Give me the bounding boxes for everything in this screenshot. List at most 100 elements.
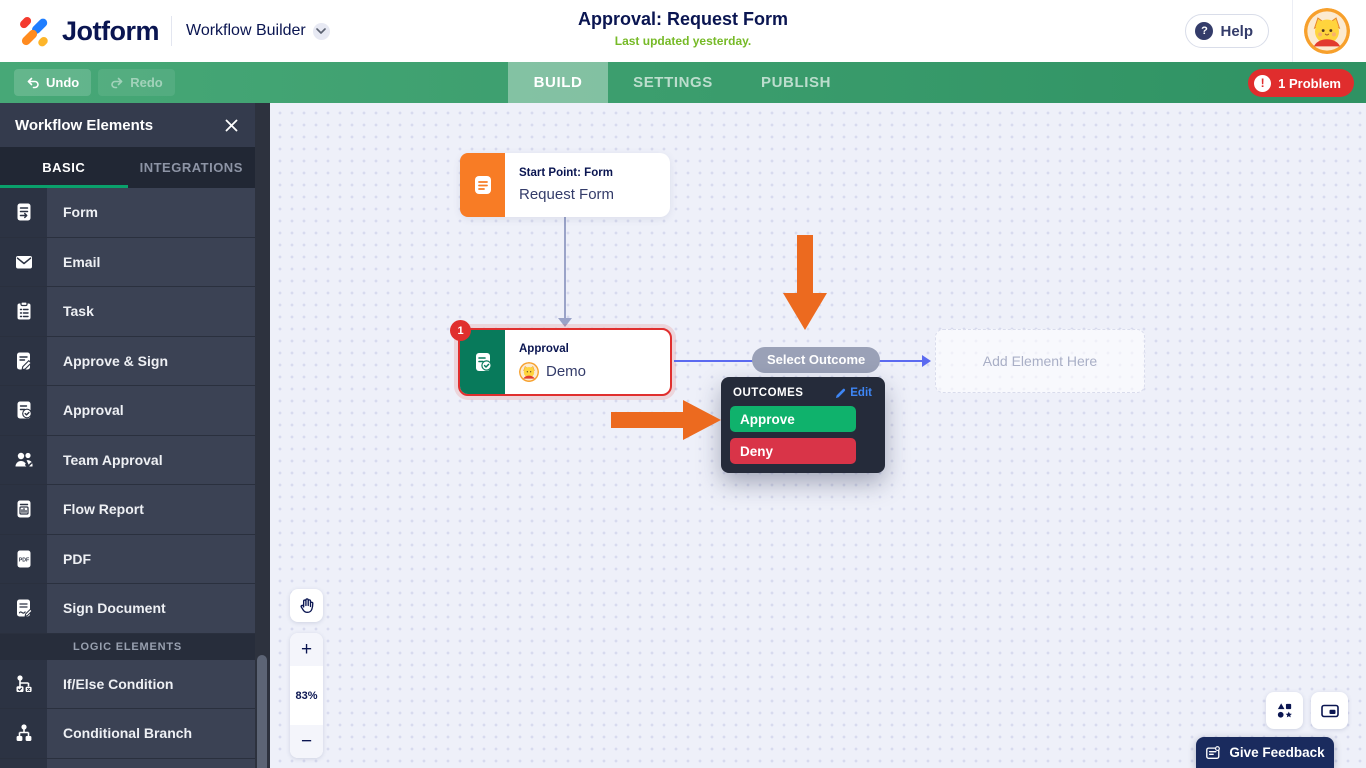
undo-label: Undo: [46, 75, 80, 90]
zoom-in-button[interactable]: +: [290, 633, 323, 666]
header-divider: [1292, 0, 1293, 62]
sidebar-item-conditional-branch[interactable]: Conditional Branch: [0, 709, 255, 759]
sidebar-scrollbar-track: [255, 103, 270, 768]
approval-node-icon: [460, 330, 505, 394]
tab-build[interactable]: BUILD: [508, 62, 608, 103]
tab-publish[interactable]: PUBLISH: [760, 74, 832, 91]
shapes-panel-button[interactable]: [1266, 692, 1303, 729]
error-count-badge: 1: [450, 320, 471, 341]
sidebar-item-sign-document[interactable]: Sign Document: [0, 584, 255, 634]
question-icon: ?: [1195, 22, 1214, 40]
connector-start-to-approval: [564, 217, 566, 319]
sidebar-item-approval[interactable]: Approval: [0, 386, 255, 436]
email-icon: [0, 237, 47, 286]
sidebar-item-approve-sign[interactable]: Approve & Sign: [0, 336, 255, 386]
jotform-logo-icon: [20, 17, 48, 47]
svg-text:PDF: PDF: [18, 557, 28, 563]
tab-basic[interactable]: BASIC: [0, 147, 128, 188]
panel-header: Workflow Elements: [0, 103, 255, 147]
approval-icon: [0, 386, 47, 435]
help-button[interactable]: ? Help: [1185, 14, 1269, 48]
sidebar-item-flow-report[interactable]: Flow Report: [0, 485, 255, 535]
sidebar-item-label: PDF: [63, 550, 91, 567]
sidebar-item-label: Approval: [63, 402, 124, 419]
conditional-branch-icon: [0, 709, 47, 758]
approval-node-kicker: Approval: [519, 342, 569, 355]
assignee-avatar: [519, 361, 539, 382]
team-approval-icon: [0, 435, 47, 484]
form-icon: [0, 188, 47, 237]
approval-node[interactable]: 1 Approval Demo: [450, 320, 672, 396]
exclamation-icon: !: [1254, 74, 1272, 92]
edit-label: Edit: [850, 387, 872, 399]
sidebar-item-task[interactable]: Task: [0, 287, 255, 337]
start-point-node[interactable]: Start Point: Form Request Form: [460, 153, 670, 217]
shapes-icon: [1277, 703, 1292, 718]
help-label: Help: [1220, 22, 1253, 40]
redo-icon: [111, 77, 123, 88]
build-toolbar: Undo Redo BUILD SETTINGS PUBLISH ! 1 Pro…: [0, 62, 1366, 103]
sidebar-item-pdf[interactable]: PDF PDF: [0, 534, 255, 584]
zoom-control: + 83% −: [290, 633, 323, 758]
outcomes-title: OUTCOMES: [733, 387, 804, 399]
sidebar-item-label: Approve & Sign: [63, 352, 169, 369]
sidebar-item-email[interactable]: Email: [0, 237, 255, 287]
form-node-icon: [460, 153, 505, 217]
problem-badge[interactable]: ! 1 Problem: [1248, 69, 1354, 97]
tab-integrations[interactable]: INTEGRATIONS: [139, 160, 243, 175]
logo[interactable]: Jotform: [16, 13, 160, 49]
redo-button[interactable]: Redo: [98, 69, 175, 96]
approve-outcome-button[interactable]: Approve: [730, 406, 856, 432]
sidebar-item-label: Team Approval: [63, 451, 163, 468]
tab-settings[interactable]: SETTINGS: [633, 74, 713, 91]
chevron-down-icon: [312, 22, 330, 40]
zoom-out-button[interactable]: −: [290, 725, 323, 758]
sign-document-icon: [0, 584, 47, 633]
approval-node-title: Demo: [546, 363, 587, 380]
feedback-icon: [1206, 745, 1221, 759]
product-switcher[interactable]: Workflow Builder: [186, 22, 330, 40]
page-title-block: Approval: Request Form Last updated yest…: [578, 9, 788, 48]
sidebar-item-label: Sign Document: [63, 600, 166, 617]
problem-label: 1 Problem: [1278, 75, 1341, 91]
tutorial-arrow-right: [611, 400, 721, 440]
minimap-icon: [1320, 704, 1339, 717]
mode-tabs: BUILD SETTINGS PUBLISH: [508, 62, 854, 103]
undo-button[interactable]: Undo: [14, 69, 92, 96]
deny-outcome-button[interactable]: Deny: [730, 438, 856, 464]
workflow-canvas[interactable]: Start Point: Form Request Form 1 Approva…: [270, 103, 1366, 768]
select-outcome-pill[interactable]: Select Outcome: [752, 347, 881, 373]
add-element-placeholder[interactable]: Add Element Here: [935, 329, 1145, 393]
start-node-kicker: Start Point: Form: [519, 167, 613, 179]
give-feedback-button[interactable]: Give Feedback: [1196, 737, 1334, 768]
sidebar-item-partial[interactable]: [0, 758, 255, 768]
redo-label: Redo: [130, 75, 163, 90]
sidebar-item-team-approval[interactable]: Team Approval: [0, 435, 255, 485]
top-header: Jotform Workflow Builder Approval: Reque…: [0, 0, 1366, 62]
sidebar-item-label: Flow Report: [63, 501, 144, 518]
workflow-elements-panel: Workflow Elements BASIC INTEGRATIONS For…: [0, 103, 255, 768]
sidebar-scrollbar-thumb[interactable]: [257, 655, 267, 768]
hand-icon: [300, 598, 314, 614]
approve-sign-icon: [0, 336, 47, 385]
pan-tool-button[interactable]: [290, 589, 323, 622]
sidebar-item-label: Email: [63, 253, 101, 270]
close-icon[interactable]: [222, 116, 240, 134]
outcomes-popup: OUTCOMES Edit Approve Deny: [721, 377, 885, 473]
last-updated-text: Last updated yesterday.: [614, 34, 752, 48]
sidebar-item-if-else[interactable]: If/Else Condition: [0, 659, 255, 709]
page-title: Approval: Request Form: [577, 9, 789, 29]
undo-icon: [27, 77, 39, 88]
sidebar-item-label: Form: [63, 204, 98, 221]
sidebar-item-label: If/Else Condition: [63, 675, 174, 692]
if-else-icon: [0, 659, 47, 708]
minimap-toggle-button[interactable]: [1311, 692, 1348, 729]
edit-outcomes-link[interactable]: Edit: [835, 387, 872, 399]
header-divider: [171, 16, 172, 46]
connector-arrowhead-right: [922, 355, 931, 367]
product-name: Workflow Builder: [186, 22, 306, 39]
connector-arrowhead-down: [558, 318, 572, 327]
sidebar-item-form[interactable]: Form: [0, 188, 255, 238]
flow-report-icon: [0, 485, 47, 534]
avatar[interactable]: [1304, 8, 1350, 54]
